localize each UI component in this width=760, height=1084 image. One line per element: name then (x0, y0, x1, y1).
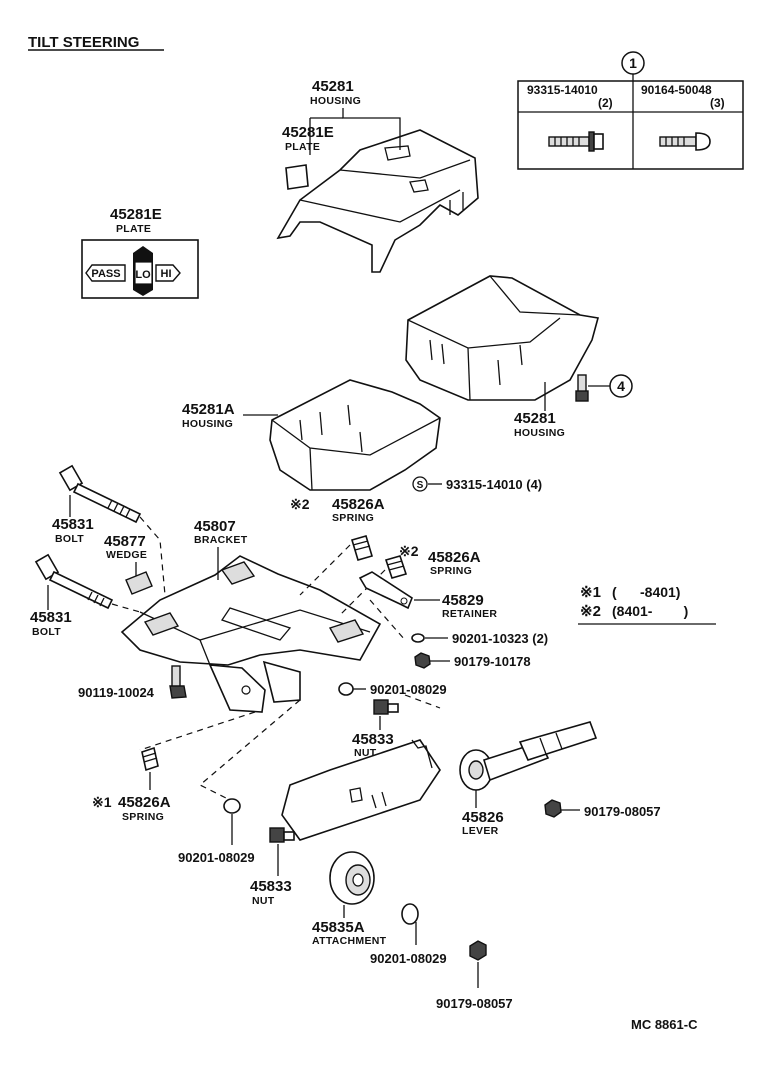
legend-row1-mark: ※1 (580, 584, 601, 601)
inset-circle-number: 1 (629, 55, 637, 71)
serial-legend: ※1 ( -8401) ※2 (8401- ) (578, 584, 716, 625)
retainer-45829 (358, 571, 413, 610)
lower-housing-45281 (405, 275, 600, 401)
spring-45826a-2a (351, 535, 373, 561)
screw-marker-4: 4 (575, 374, 633, 402)
inset-col2-qty: (3) (710, 96, 725, 110)
washer-90201-08029-c (401, 903, 419, 925)
label-45835a-name: ATTACHMENT (312, 935, 387, 947)
bolt-45831-lower (34, 553, 114, 610)
circle-4-number: 4 (617, 378, 625, 394)
plate-badge: PASS LO HI (81, 239, 199, 299)
label-45826a-1-no: 45826A (118, 794, 171, 811)
inset-col2-part: 90164-50048 (641, 83, 712, 97)
label-45831-b-no: 45831 (30, 609, 72, 626)
label-45281-low-no: 45281 (514, 410, 556, 427)
label-45281-top-name: HOUSING (310, 95, 361, 107)
washer-90201-08029-a (338, 682, 354, 696)
badge-lo-text: LO (135, 269, 151, 281)
label-90201-08029-b: 90201-08029 (178, 850, 255, 865)
label-45826a-1-mark: ※1 (92, 794, 112, 810)
legend-row1-text: ( -8401) (612, 584, 680, 600)
spring-45826a-1 (141, 746, 159, 772)
label-45829-no: 45829 (442, 592, 484, 609)
footer-code: MC 8861-C (631, 1017, 698, 1032)
inset-col1-qty: (2) (598, 96, 613, 110)
label-90179-08057-a: 90179-08057 (584, 804, 661, 819)
badge-hi-text: HI (161, 268, 172, 280)
lever-45826 (459, 721, 598, 791)
label-45877-no: 45877 (104, 533, 146, 550)
label-45826a-1-name: SPRING (122, 811, 164, 823)
flange-screw-icon (548, 131, 604, 152)
label-45831-a-name: BOLT (55, 533, 84, 545)
lever-shaft (281, 739, 441, 841)
housing-45281a (269, 379, 441, 491)
bolt-45831-upper (58, 464, 142, 524)
label-90119-10024: 90119-10024 (78, 685, 155, 700)
label-45877-name: WEDGE (106, 549, 147, 561)
label-45281a-no: 45281A (182, 401, 235, 418)
label-45807-name: BRACKET (194, 534, 248, 546)
label-45826a-2b-no: 45826A (428, 549, 481, 566)
label-45826-no: 45826 (462, 809, 504, 826)
s-mark-circle (412, 476, 428, 492)
attachment-45835a (329, 851, 375, 905)
label-45281-top-no: 45281 (312, 78, 354, 95)
bracket-45807 (120, 555, 382, 713)
nut-90179-08057-a (544, 799, 562, 818)
label-90179-08057-b: 90179-08057 (436, 996, 513, 1011)
label-45833-b-no: 45833 (250, 878, 292, 895)
label-45826a-2a-no: 45826A (332, 496, 385, 513)
label-45826a-2a-mark: ※2 (290, 496, 310, 512)
spring-45826a-2b (384, 555, 408, 579)
label-45281-low-name: HOUSING (514, 427, 565, 439)
diagram-title: TILT STEERING (28, 34, 139, 51)
label-45826a-2b-mark: ※2 (399, 543, 419, 559)
label-45281a-name: HOUSING (182, 418, 233, 430)
inset-fastener-table: 1 93315-14010 (2) 90164-50048 (3) (517, 51, 744, 170)
legend-row2-text: (8401- ) (612, 603, 688, 619)
label-45831-a-no: 45831 (52, 516, 94, 533)
label-45281e-a-name: PLATE (285, 141, 320, 153)
s-mark-letter: S (417, 480, 424, 491)
label-45833-b-name: NUT (252, 895, 275, 907)
badge-pass-text: PASS (91, 268, 120, 280)
label-90201-10323: 90201-10323 (2) (452, 631, 548, 646)
label-45835a-no: 45835A (312, 919, 365, 936)
washer-90201-08029-b (223, 798, 241, 814)
label-90179-10178: 90179-10178 (454, 654, 531, 669)
label-45826a-2b-name: SPRING (430, 565, 472, 577)
label-45826a-2a-name: SPRING (332, 512, 374, 524)
nut-90179-10178 (414, 652, 431, 669)
pan-screw-icon (659, 132, 711, 151)
label-90201-08029-c: 90201-08029 (370, 951, 447, 966)
nut-90179-08057-b (469, 940, 487, 961)
wedge-45877 (125, 571, 153, 595)
label-45281e-b-no: 45281E (110, 206, 162, 223)
inset-col1-part: 93315-14010 (527, 83, 598, 97)
label-45281e-a-no: 45281E (282, 124, 334, 141)
label-45831-b-name: BOLT (32, 626, 61, 638)
label-45807-no: 45807 (194, 518, 236, 535)
legend-row2-mark: ※2 (580, 603, 601, 620)
nut-45833-b (269, 827, 295, 843)
washer-90201-10323 (411, 633, 425, 643)
plate-45281e-small (285, 164, 309, 190)
bolt-90119-10024 (169, 665, 187, 699)
nut-45833-a (373, 699, 399, 715)
label-45829-name: RETAINER (442, 608, 497, 620)
label-93315-4: 93315-14010 (4) (446, 477, 542, 492)
label-90201-08029-a: 90201-08029 (370, 682, 447, 697)
label-45281e-b-name: PLATE (116, 223, 151, 235)
label-45833-a-no: 45833 (352, 731, 394, 748)
label-45826-name: LEVER (462, 825, 499, 837)
